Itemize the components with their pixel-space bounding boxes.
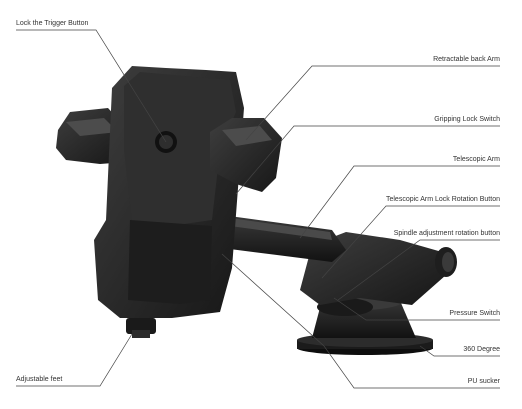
leader-telescopic-lock	[321, 205, 500, 279]
label-gripping-lock: Gripping Lock Switch	[434, 116, 500, 123]
label-adjustable-feet: Adjustable feet	[16, 376, 63, 383]
leader-360-degree	[419, 345, 500, 357]
leader-adjustable-feet	[16, 333, 133, 387]
leader-telescopic-arm	[299, 165, 500, 239]
label-lock-trigger: Lock the Trigger Button	[16, 20, 89, 27]
label-telescopic-lock: Telescopic Arm Lock Rotation Button	[385, 196, 500, 203]
label-telescopic-arm: Telescopic Arm	[452, 156, 500, 163]
leader-lock-trigger	[16, 29, 167, 143]
label-spindle: Spindle adjustment rotation button	[393, 230, 500, 237]
holder-body	[94, 66, 244, 318]
right-grip-arm	[210, 118, 282, 192]
leader-gripping-lock	[235, 125, 500, 195]
adjustable-feet	[126, 318, 156, 338]
leader-lines	[16, 29, 500, 389]
leader-spindle	[337, 239, 500, 301]
leader-retractable-arm	[245, 65, 500, 141]
label-pressure-switch: Pressure Switch	[449, 310, 500, 317]
leader-pressure-switch	[333, 297, 500, 321]
leader-pu-sucker	[221, 253, 500, 389]
label-360-degree: 360 Degree	[463, 346, 500, 353]
label-retractable-arm: Retractable back Arm	[433, 56, 500, 63]
left-grip-arm	[56, 108, 126, 164]
label-pu-sucker: PU sucker	[467, 378, 500, 385]
telescopic-arm	[222, 215, 346, 262]
